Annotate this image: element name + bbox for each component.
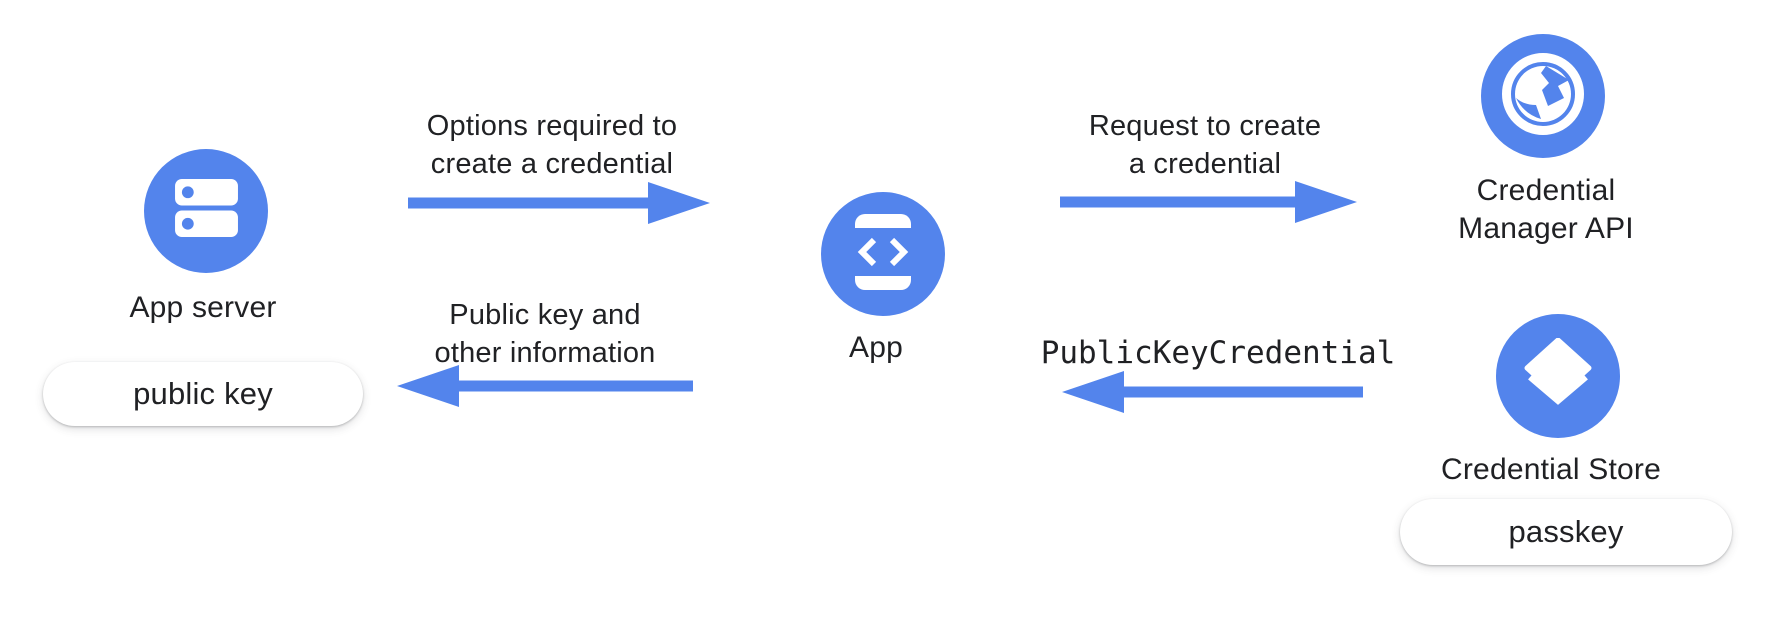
- passkey-badge-text: passkey: [1508, 514, 1624, 549]
- credential-manager-label-line1: Credential: [1476, 174, 1616, 207]
- layers-icon: [1523, 337, 1593, 415]
- app-server-label: App server: [129, 291, 277, 324]
- options-flow-label-line2: create a credential: [430, 148, 674, 180]
- public-key-info-flow-label-line2: other information: [434, 337, 656, 369]
- credential-manager-label-line2: Manager API: [1458, 212, 1634, 245]
- phone-code-icon: [855, 213, 911, 295]
- credential-manager-node: [1481, 34, 1605, 158]
- request-flow-label: Request to create a credential: [1005, 107, 1405, 183]
- options-flow-label-line1: Options required to: [426, 110, 678, 142]
- arrow-left-icon: [1062, 371, 1363, 413]
- request-flow-label-line1: Request to create: [1088, 110, 1322, 142]
- server-icon: [174, 179, 238, 243]
- public-key-info-flow-label-line1: Public key and: [449, 299, 641, 331]
- arrow-left-icon: [397, 365, 693, 407]
- app-node: [821, 192, 945, 316]
- credential-manager-label: Credential Manager API: [1396, 172, 1696, 248]
- globe-icon: [1501, 52, 1585, 141]
- credential-store-node: [1496, 314, 1620, 438]
- app-server-node: [144, 149, 268, 273]
- app-label: App: [849, 331, 903, 364]
- public-key-credential-flow-label: PublicKeyCredential: [1040, 335, 1396, 371]
- passkey-badge: passkey: [1400, 499, 1732, 565]
- credential-store-label: Credential Store: [1441, 453, 1661, 486]
- public-key-badge-text: public key: [133, 376, 273, 411]
- arrow-right-icon: [1060, 181, 1357, 223]
- options-flow-label: Options required to create a credential: [352, 107, 752, 183]
- public-key-badge: public key: [43, 362, 363, 426]
- request-flow-label-line2: a credential: [1128, 148, 1282, 180]
- public-key-info-flow-label: Public key and other information: [345, 296, 745, 372]
- arrow-right-icon: [408, 182, 710, 224]
